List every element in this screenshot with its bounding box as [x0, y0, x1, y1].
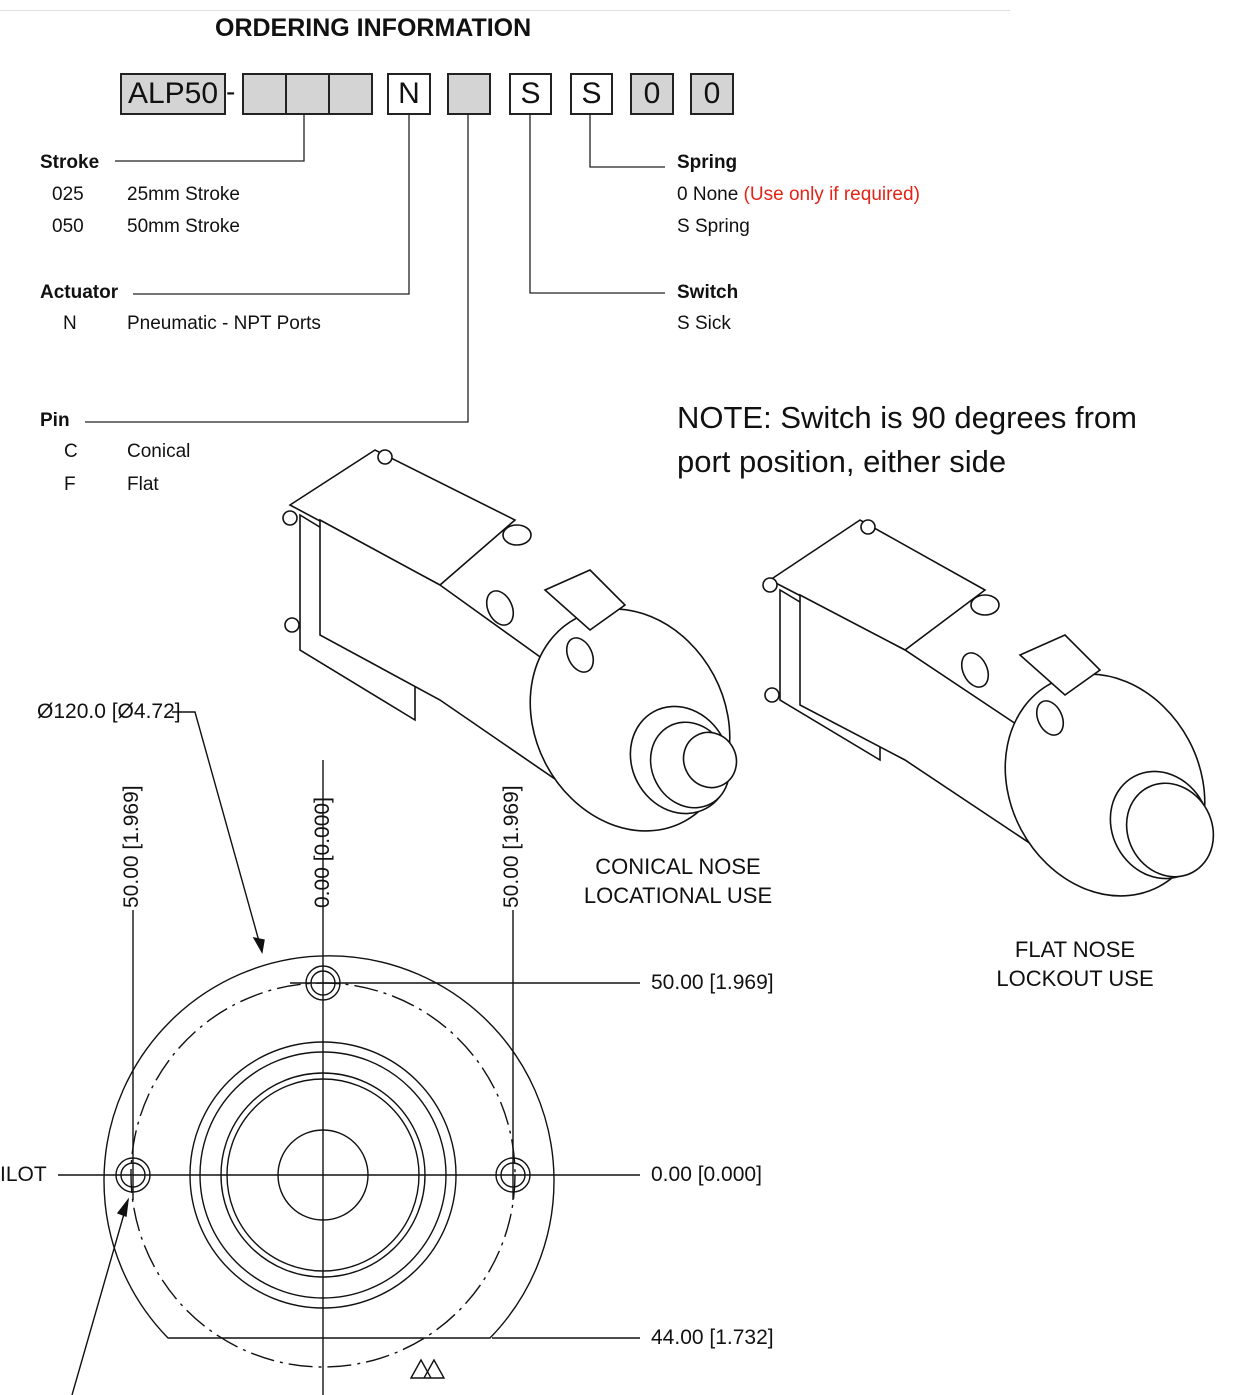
center-dimension: 0.00 [0.000] [651, 1163, 762, 1186]
pin-label: Pin [40, 410, 70, 431]
flat-caption: FLAT NOSE LOCKOUT USE [980, 935, 1170, 993]
pin-option-code: F [64, 474, 76, 495]
conical-actuator-drawing [282, 449, 738, 832]
port-hole [485, 590, 515, 626]
note-line: NOTE: Switch is 90 degrees from [677, 400, 1137, 435]
stroke-label: Stroke [40, 152, 100, 173]
caption-line: LOCKOUT USE [996, 966, 1154, 991]
spring-code-box: S [570, 73, 613, 115]
spring-leader [589, 115, 665, 168]
digit-box-1: 0 [630, 73, 674, 115]
actuator-option-code: N [63, 313, 77, 334]
switch-code-box: S [509, 73, 552, 115]
digit-box-2: 0 [690, 73, 734, 115]
port-hole [970, 594, 1000, 616]
flange-outline [103, 955, 555, 1339]
switch-block [543, 569, 627, 632]
diameter-dimension: Ø120.0 [Ø4.72] [37, 700, 181, 723]
port-hole [502, 524, 532, 546]
stroke-leader [115, 115, 305, 162]
flat-nose [1125, 782, 1215, 878]
surface-finish-symbol [409, 1358, 446, 1379]
flat-actuator-drawing [762, 519, 1215, 897]
port-hole [1035, 700, 1065, 736]
stroke-option-code: 025 [52, 184, 84, 205]
spring-option: S Spring [677, 216, 750, 237]
page-title: ORDERING INFORMATION [215, 14, 532, 42]
conical-nose [682, 731, 738, 789]
pin-option-desc: Flat [127, 474, 159, 495]
pin-option-code: C [64, 441, 78, 462]
stroke-code-box [242, 73, 373, 115]
switch-block [1018, 634, 1102, 697]
diameter-leader [172, 711, 263, 953]
caption-line: LOCATIONAL USE [583, 883, 773, 908]
left-vertical-dimension: 50.00 [1.969] [120, 785, 143, 908]
spring-option: 0 None (Use only if required) [677, 184, 920, 206]
switch-leader [529, 115, 665, 294]
caption-line: CONICAL NOSE [595, 854, 761, 879]
stroke-option-desc: 50mm Stroke [127, 216, 240, 237]
flat-dimension: 44.00 [1.732] [651, 1326, 774, 1349]
caption-line: FLAT NOSE [1014, 937, 1136, 962]
right-vertical-dimension: 50.00 [1.969] [500, 785, 523, 908]
port-hole [565, 637, 595, 673]
header-rule [0, 10, 1010, 11]
center-vertical-dimension: 0.00 [0.000] [311, 797, 334, 908]
box-divider [328, 75, 330, 113]
box-divider [285, 75, 287, 113]
pilot-label: ILOT [0, 1163, 47, 1186]
stroke-option-desc: 25mm Stroke [127, 184, 240, 205]
port-hole [960, 652, 990, 688]
spring-option-text: 0 None [677, 184, 744, 205]
note-text: NOTE: Switch is 90 degrees from port pos… [677, 396, 1137, 484]
part-separator: - [226, 76, 236, 107]
actuator-leader [133, 115, 410, 295]
spring-option-note: (Use only if required) [743, 184, 920, 205]
actuator-code-box: N [387, 73, 431, 115]
pin-leader [85, 115, 469, 423]
stroke-option-code: 050 [52, 216, 84, 237]
actuator-label: Actuator [40, 282, 119, 303]
switch-label: Switch [677, 282, 739, 303]
spring-label: Spring [677, 152, 738, 173]
switch-option: S Sick [677, 313, 731, 334]
note-line: port position, either side [677, 444, 1007, 479]
pin-code-box [447, 73, 491, 115]
pin-option-desc: Conical [127, 441, 191, 462]
conical-caption: CONICAL NOSE LOCATIONAL USE [583, 852, 773, 910]
top-hole-dimension: 50.00 [1.969] [651, 971, 774, 994]
actuator-option-desc: Pneumatic - NPT Ports [127, 313, 321, 334]
pilot-leader [71, 1199, 129, 1395]
part-prefix-box: ALP50 [120, 73, 226, 115]
